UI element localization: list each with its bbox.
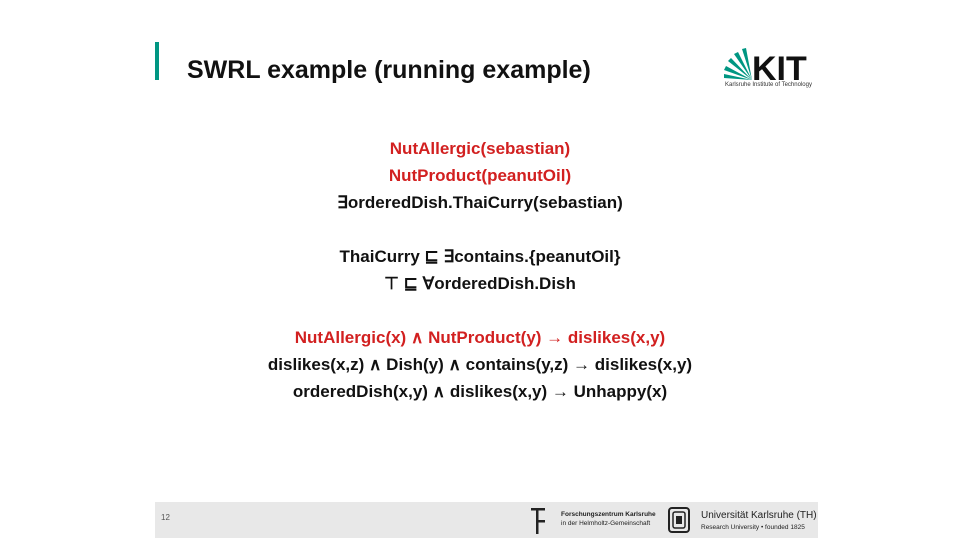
- fact-line: NutAllergic(sebastian): [389, 139, 571, 158]
- fzk-logo-icon: [531, 508, 545, 534]
- kit-logo-text: KIT: [752, 50, 807, 88]
- university-name: Universität Karlsruhe (TH): [701, 510, 817, 521]
- university-seal-icon: [668, 507, 690, 533]
- title-accent-bar: [155, 42, 159, 80]
- rule-line: orderedDish(x,y) ∧ dislikes(x,y) → Unhap…: [292, 382, 668, 401]
- slide-title: SWRL example (running example): [187, 56, 591, 84]
- fact-line: ∃orderedDish.ThaiCurry(sebastian): [337, 193, 623, 212]
- rule-line: NutAllergic(x) ∧ NutProduct(y) → dislike…: [294, 328, 666, 347]
- fact-line: NutProduct(peanutOil): [388, 166, 572, 185]
- kit-logo-subtitle: Karlsruhe Institute of Technology: [725, 82, 812, 88]
- fzk-line-1: Forschungszentrum Karlsruhe: [561, 511, 656, 518]
- page-number: 12: [161, 513, 170, 522]
- university-subtitle: Research University • founded 1825: [701, 524, 805, 531]
- kit-logo: KIT: [724, 48, 807, 88]
- axiom-line: ThaiCurry ⊑ ∃contains.{peanutOil}: [339, 247, 621, 266]
- fzk-logo-text: Forschungszentrum Karlsruhe in der Helmh…: [561, 510, 656, 528]
- kit-logo-rays: [724, 48, 752, 80]
- axiom-line: ⊤ ⊑ ∀orderedDish.Dish: [384, 274, 576, 293]
- rule-line: dislikes(x,z) ∧ Dish(y) ∧ contains(y,z) …: [267, 355, 693, 374]
- fzk-line-2: in der Helmholtz-Gemeinschaft: [561, 520, 651, 527]
- footer-bar: 12 Forschungszentrum Karlsruhe in der He…: [155, 502, 818, 538]
